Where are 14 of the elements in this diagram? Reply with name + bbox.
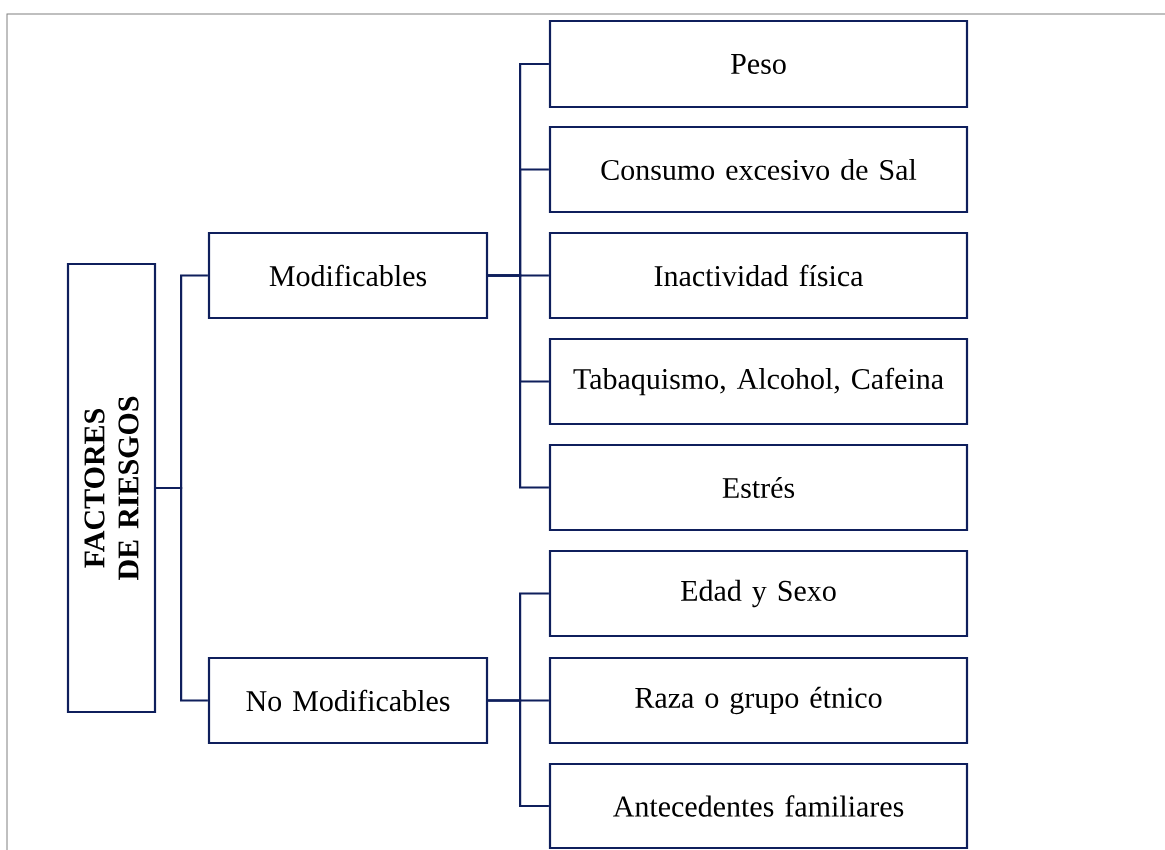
factor-box: Raza o grupo étnico [548, 656, 969, 745]
process-box: No Modificables [207, 656, 489, 745]
process-box: Modificables [207, 231, 489, 320]
factor-box: Tabaquismo, Alcohol, Cafeina [548, 337, 969, 426]
factor-box: Inactividad física [548, 231, 969, 320]
connector [488, 699, 549, 808]
connector [488, 274, 549, 489]
factor-box: Consumo excesivo de Sal [548, 125, 969, 214]
category-box: FACTORES DE RIESGOS [66, 262, 157, 714]
factor-box: Estrés [548, 443, 969, 532]
connector [156, 486, 208, 702]
factor-box: Antecedentes familiares [548, 762, 969, 850]
factor-box: Peso [548, 19, 969, 109]
factor-box: Edad y Sexo [548, 549, 969, 638]
